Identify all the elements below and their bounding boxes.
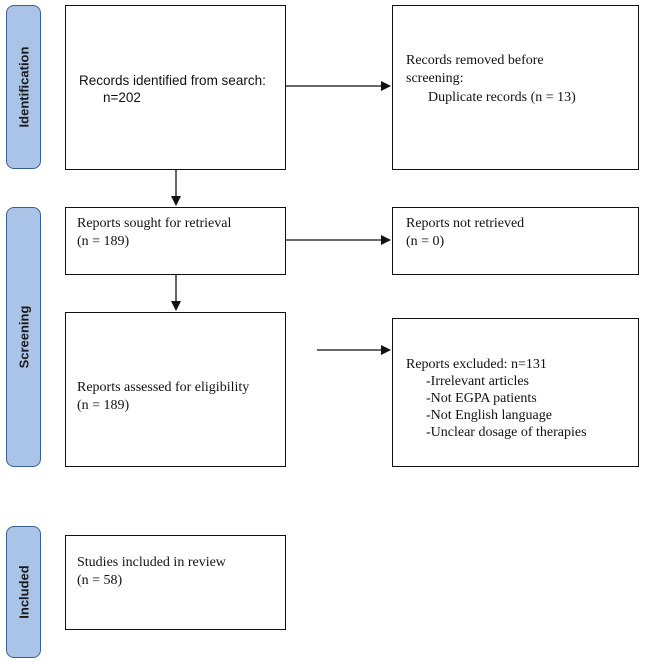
reports-assessed-count: (n = 189): [77, 398, 130, 413]
phase-identification-bar: Identification: [6, 5, 41, 169]
exclusion-reason: -Unclear dosage of therapies: [426, 425, 587, 440]
duplicate-records-count: Duplicate records (n = 13): [428, 90, 576, 105]
reports-sought-box: Reports sought for retrieval (n = 189): [65, 207, 286, 275]
records-removed-box: Records removed before screening: Duplic…: [392, 5, 639, 170]
exclusion-reason: -Not English language: [426, 408, 552, 423]
reports-not-retrieved-text: Reports not retrieved: [406, 216, 525, 231]
records-identified-text: Records identified from search:: [79, 73, 266, 88]
records-removed-subtitle: screening:: [406, 71, 464, 86]
studies-included-count: (n = 58): [77, 573, 123, 588]
records-removed-title: Records removed before: [406, 53, 544, 68]
records-identified-count: n=202: [103, 90, 141, 105]
reports-not-retrieved-count: (n = 0): [406, 234, 445, 249]
studies-included-box: Studies included in review (n = 58): [65, 535, 286, 630]
phase-included-bar: Included: [6, 526, 41, 658]
reports-excluded-title: Reports excluded: n=131: [406, 357, 547, 372]
reports-not-retrieved-box: Reports not retrieved (n = 0): [392, 207, 639, 275]
reports-sought-text: Reports sought for retrieval: [77, 216, 232, 231]
reports-assessed-text: Reports assessed for eligibility: [77, 380, 250, 395]
studies-included-text: Studies included in review: [77, 555, 226, 570]
records-identified-box: Records identified from search: n=202: [65, 5, 286, 170]
exclusion-reason: -Not EGPA patients: [426, 391, 537, 406]
reports-sought-count: (n = 189): [77, 234, 130, 249]
reports-excluded-box: Reports excluded: n=131 -Irrelevant arti…: [392, 318, 639, 467]
phase-screening-bar: Screening: [6, 207, 41, 467]
exclusion-reason: -Irrelevant articles: [426, 374, 529, 389]
reports-assessed-box: Reports assessed for eligibility (n = 18…: [65, 312, 286, 467]
